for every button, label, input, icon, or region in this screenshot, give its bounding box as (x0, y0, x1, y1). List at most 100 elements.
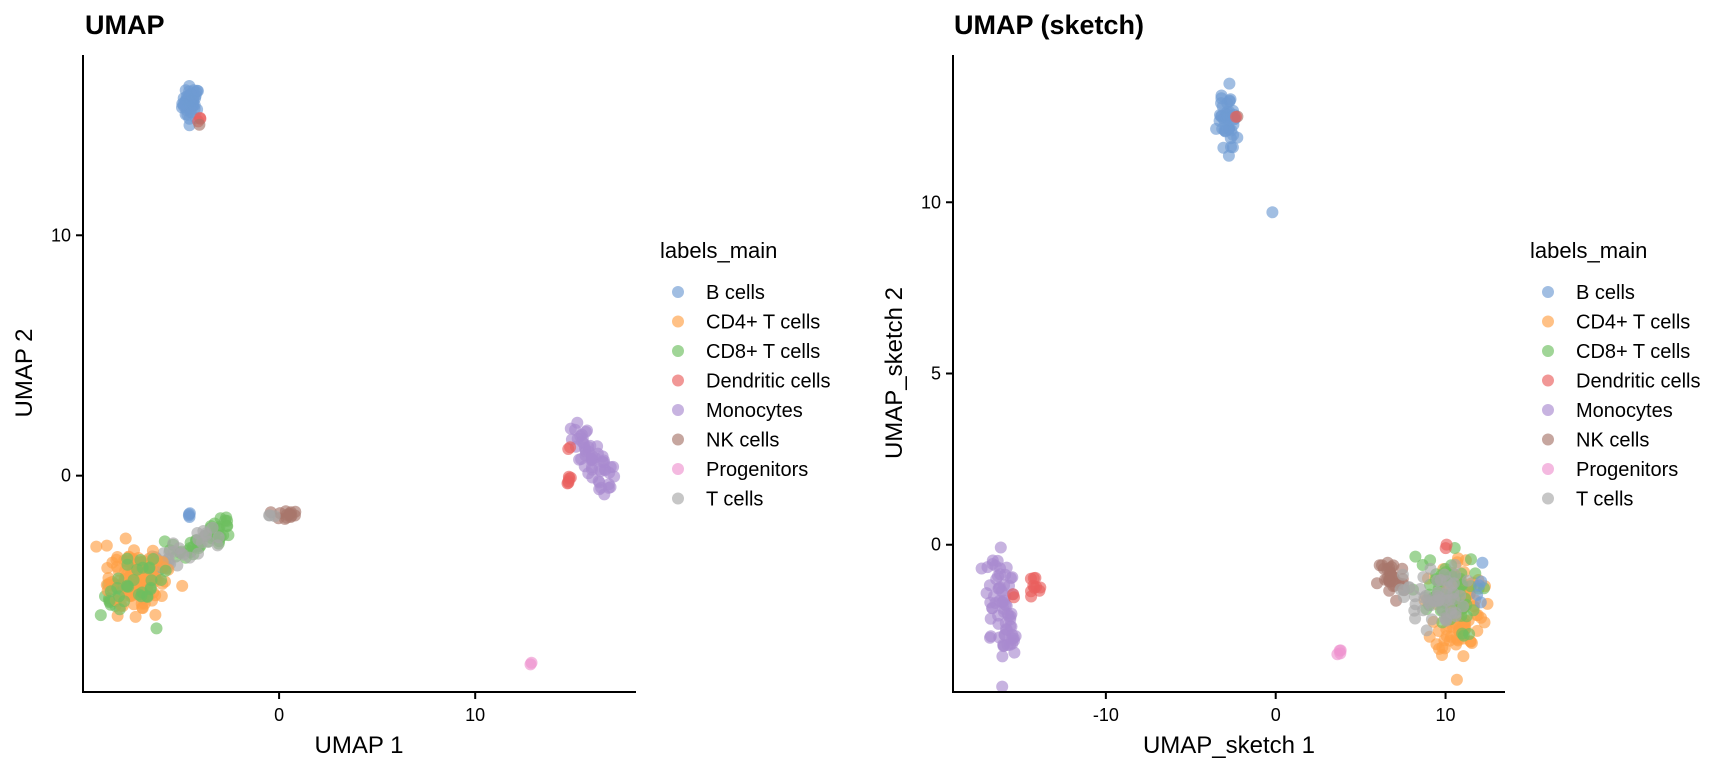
data-point (581, 424, 593, 437)
data-point (155, 574, 168, 586)
data-point (987, 590, 1000, 603)
data-point (525, 656, 538, 669)
y-tick-label: 5 (931, 364, 941, 384)
data-point (1230, 110, 1242, 123)
legend-label: Dendritic cells (706, 371, 830, 393)
data-point (183, 551, 196, 564)
data-point (1467, 604, 1480, 617)
legend-key (672, 315, 684, 328)
legend-key (1542, 345, 1554, 357)
data-point (1434, 574, 1447, 586)
data-point (1231, 131, 1244, 144)
legend-label: CD8+ T cells (1576, 341, 1690, 363)
data-point (1409, 550, 1422, 563)
data-point (90, 540, 103, 553)
data-point (562, 443, 575, 455)
data-point (1424, 562, 1437, 575)
legend-key (1542, 463, 1554, 475)
data-point (984, 630, 997, 643)
data-point (184, 88, 197, 101)
x-tick-label: -10 (1093, 705, 1119, 725)
data-point (1425, 613, 1438, 626)
x-axis-label: UMAP_sketch 1 (1143, 732, 1315, 759)
panel-title: UMAP (sketch) (954, 10, 1144, 40)
data-point (996, 680, 1009, 693)
panel-title: UMAP (85, 10, 165, 40)
data-point (586, 463, 598, 476)
legend-label: T cells (1576, 489, 1633, 511)
data-point (996, 650, 1009, 663)
data-point (1424, 599, 1437, 612)
data-point (1215, 92, 1228, 105)
data-point (564, 422, 577, 435)
data-point (1445, 607, 1458, 620)
data-point (1001, 639, 1014, 651)
data-point (603, 466, 616, 479)
legend-label: NK cells (1576, 430, 1649, 452)
data-point (992, 617, 1005, 630)
y-tick-label: 0 (931, 535, 941, 555)
data-point (1476, 556, 1489, 569)
legend-key (672, 286, 684, 298)
legend-label: T cells (706, 489, 763, 511)
data-point (1002, 610, 1015, 622)
data-point (129, 610, 142, 623)
legend-label: Monocytes (706, 400, 803, 422)
y-tick-label: 10 (921, 192, 941, 212)
legend-label: Progenitors (706, 459, 808, 481)
data-point (1430, 638, 1443, 651)
data-point (193, 118, 206, 131)
x-tick-label: 0 (1271, 705, 1281, 725)
data-point (119, 532, 132, 545)
data-point (159, 564, 172, 577)
legend-key (1542, 404, 1554, 416)
data-point (1034, 581, 1047, 594)
legend-key (1542, 286, 1554, 298)
data-point (1457, 650, 1470, 663)
data-point (1223, 77, 1236, 90)
data-point (591, 447, 604, 460)
y-axis-label: UMAP 2 (11, 329, 38, 418)
legend-label: B cells (1576, 282, 1635, 304)
data-point (990, 573, 1003, 586)
y-tick-label: 10 (51, 225, 71, 245)
legend-label: CD8+ T cells (706, 341, 820, 363)
legend-key (672, 433, 684, 446)
data-point (163, 546, 176, 559)
legend-key (1542, 374, 1554, 387)
x-tick-label: 10 (465, 705, 485, 725)
y-axis-label: UMAP_sketch 2 (881, 287, 908, 459)
data-point (1417, 571, 1430, 583)
data-point (111, 582, 124, 594)
data-point (1449, 568, 1462, 581)
data-point (103, 594, 116, 607)
data-point (1226, 141, 1239, 154)
data-point (144, 581, 157, 594)
data-point (994, 541, 1007, 554)
legend-label: Dendritic cells (1576, 371, 1700, 393)
legend-label: Monocytes (1576, 400, 1673, 422)
x-tick-label: 0 (274, 705, 284, 725)
data-point (1025, 585, 1037, 598)
legend-key (672, 404, 684, 416)
data-point (1394, 583, 1407, 596)
legend-key (1542, 315, 1554, 328)
points-layer (90, 80, 621, 671)
data-point (1450, 673, 1463, 686)
legend-title: labels_main (660, 238, 777, 263)
legend-key (672, 492, 684, 505)
data-point (1333, 644, 1346, 657)
data-point (1473, 579, 1486, 592)
data-point (176, 579, 189, 592)
data-point (100, 539, 113, 552)
data-point (593, 476, 606, 489)
data-point (999, 568, 1012, 581)
data-point (112, 572, 125, 585)
legend-key (1542, 433, 1554, 446)
data-point (1396, 568, 1409, 581)
data-point (183, 508, 195, 521)
data-point (155, 590, 168, 602)
